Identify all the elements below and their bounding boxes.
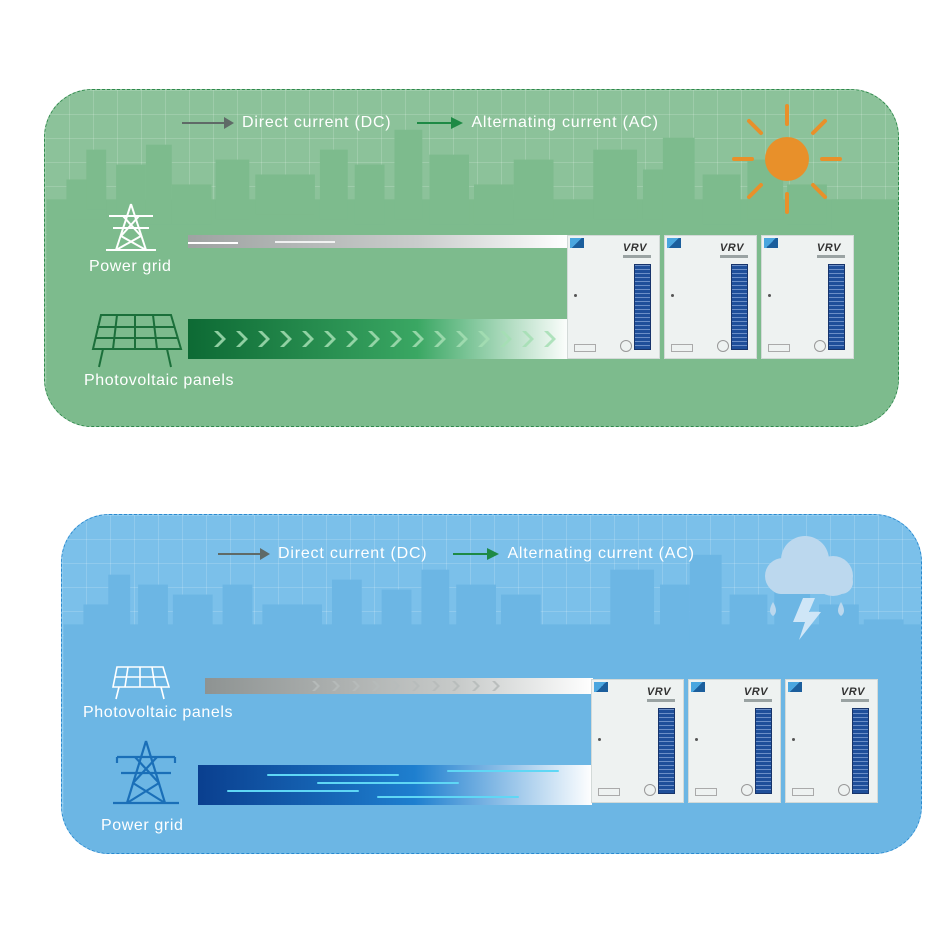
storm-cloud-icon	[765, 536, 853, 640]
dc-legend-label: Direct current (DC)	[242, 114, 392, 131]
unit-coil	[634, 264, 651, 350]
unit-brand-label: VRV	[646, 686, 671, 698]
photovoltaic-panels-label: Photovoltaic panels	[83, 704, 234, 721]
grid-dc-streak	[188, 242, 238, 244]
vrv-outdoor-unit: VRV	[567, 235, 660, 359]
solar-panel-icon	[91, 314, 183, 368]
dc-arrow-icon	[182, 117, 234, 129]
power-tower-icon	[113, 740, 179, 805]
unit-brand-label: VRV	[743, 686, 768, 698]
unit-brand-label: VRV	[816, 242, 841, 254]
unit-coil	[852, 708, 869, 794]
vrv-outdoor-unit: VRV	[664, 235, 757, 359]
dc-arrow-icon	[218, 548, 270, 560]
unit-coil	[755, 708, 772, 794]
grid-flow-bar	[198, 765, 592, 805]
photovoltaic-panels-label: Photovoltaic panels	[84, 372, 235, 389]
dc-legend-label: Direct current (DC)	[278, 545, 428, 562]
current-legend: Direct current (DC) Alternating current …	[218, 545, 695, 563]
unit-coil	[658, 708, 675, 794]
pv-dc-flow-bar	[205, 678, 593, 694]
power-grid-label: Power grid	[101, 817, 184, 834]
ac-arrow-icon	[417, 117, 464, 129]
unit-brand-label: VRV	[719, 242, 744, 254]
solar-panel-icon	[112, 666, 171, 700]
ac-legend-label: Alternating current (AC)	[507, 545, 695, 562]
sun-icon	[732, 104, 842, 214]
vrv-outdoor-unit: VRV	[591, 679, 684, 803]
vrv-outdoor-unit: VRV	[761, 235, 854, 359]
unit-coil	[828, 264, 845, 350]
unit-brand-label: VRV	[840, 686, 865, 698]
brand-logo-icon	[788, 682, 802, 692]
brand-logo-icon	[691, 682, 705, 692]
ac-arrow-icon	[453, 548, 500, 560]
city-skyline	[63, 554, 921, 853]
ac-legend-label: Alternating current (AC)	[471, 114, 659, 131]
sunny-scene-panel: Direct current (DC) Alternating current …	[44, 89, 899, 427]
vrv-unit-group: VRV VRV VRV	[591, 679, 878, 803]
unit-coil	[731, 264, 748, 350]
vrv-outdoor-unit: VRV	[785, 679, 878, 803]
unit-brand-label: VRV	[622, 242, 647, 254]
pv-dc-flow-bar	[188, 319, 570, 359]
brand-logo-icon	[667, 238, 681, 248]
grid-dc-streak	[275, 241, 335, 243]
power-tower-icon	[106, 203, 156, 251]
current-legend: Direct current (DC) Alternating current …	[182, 114, 659, 132]
brand-logo-icon	[570, 238, 584, 248]
grid-dc-bar	[188, 235, 570, 248]
power-grid-label: Power grid	[89, 258, 172, 275]
rainy-scene-panel: Direct current (DC) Alternating current …	[61, 514, 922, 854]
brand-logo-icon	[764, 238, 778, 248]
vrv-outdoor-unit: VRV	[688, 679, 781, 803]
brand-logo-icon	[594, 682, 608, 692]
vrv-unit-group: VRV VRV VRV	[567, 235, 854, 359]
